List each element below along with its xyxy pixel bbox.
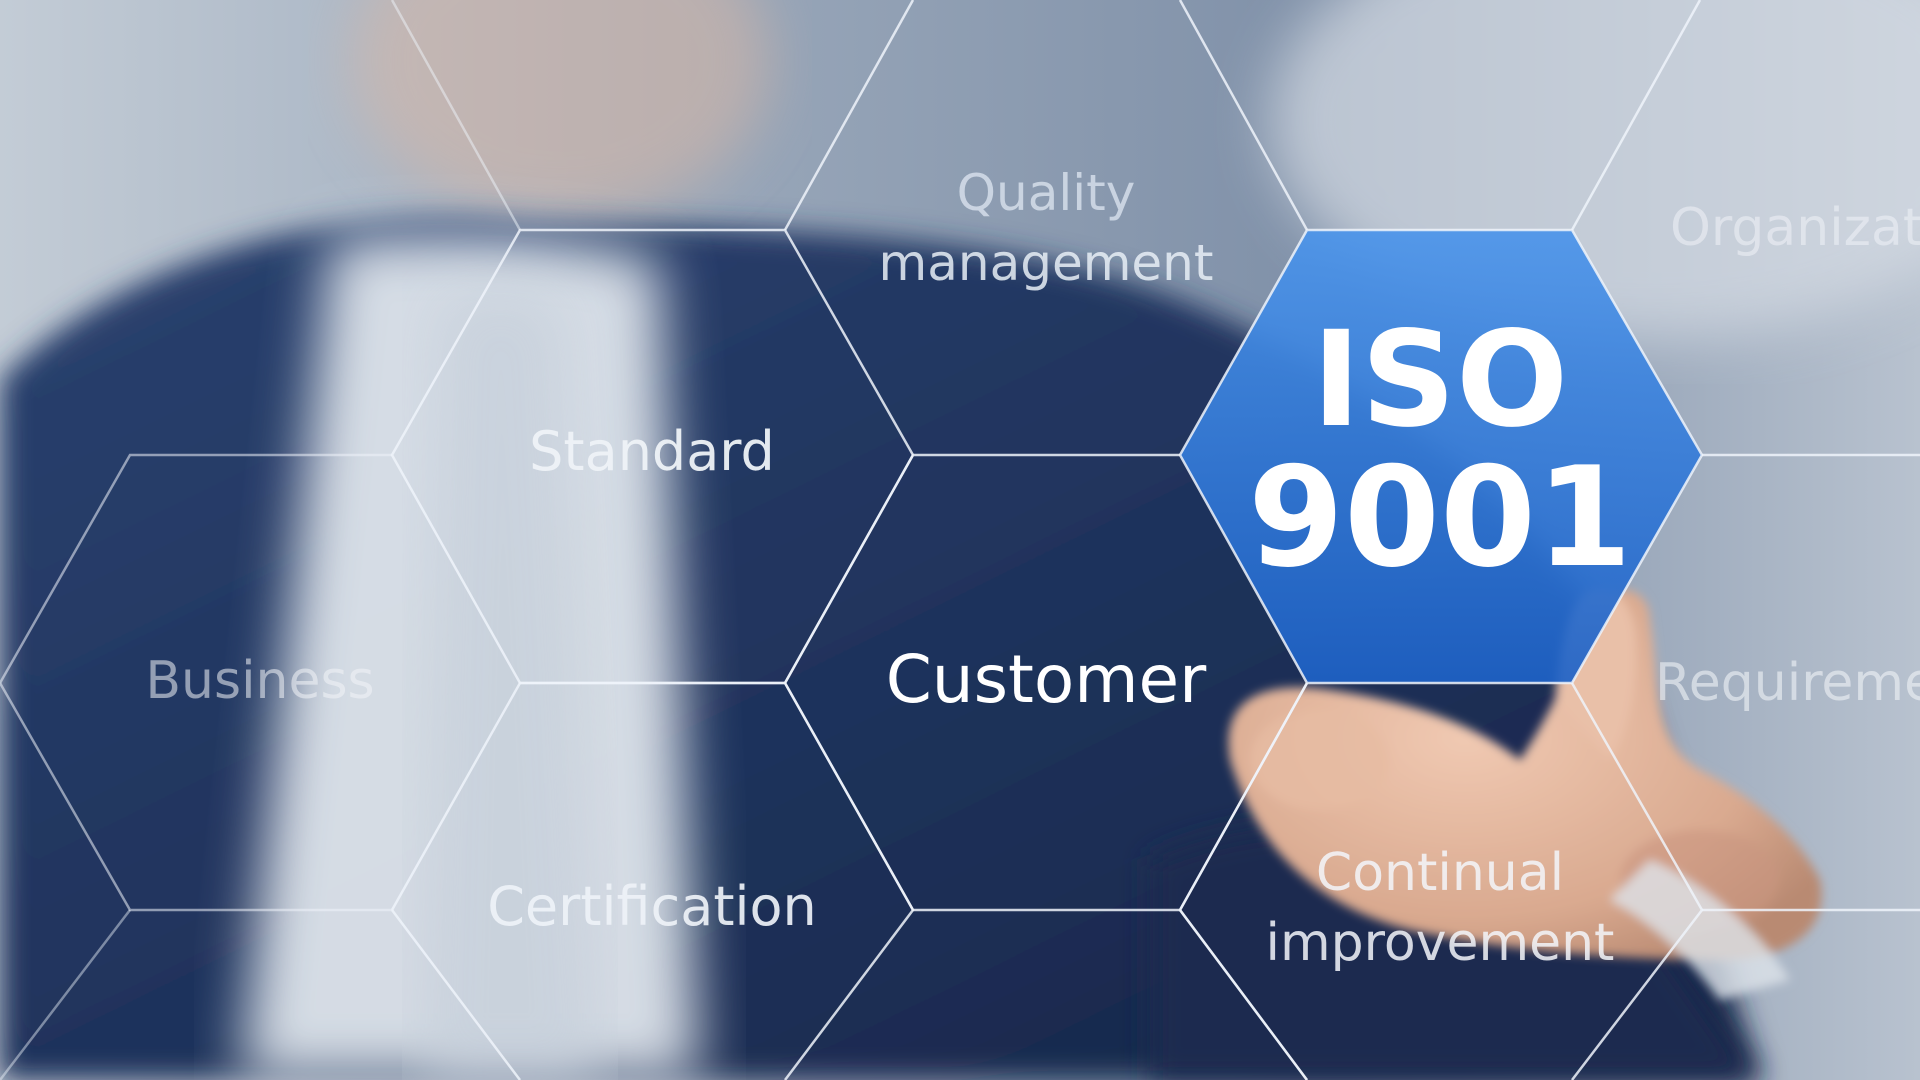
standard-label: Standard [529,420,775,483]
iso-hexagon [1180,230,1702,683]
quality-label-line1: Quality [957,164,1136,222]
business-label: Business [145,651,374,711]
iso-label-line2: 9001 [1248,437,1632,598]
organization-label-partial: Organizat [1670,198,1920,258]
requirements-label-partial: Requireme [1655,653,1920,713]
customer-label: Customer [886,641,1207,718]
continual-label-line2: improvement [1266,913,1615,973]
iso-label-line1: ISO [1312,303,1568,457]
certification-label: Certification [487,875,817,938]
continual-label-line1: Continual [1316,843,1564,903]
quality-label-line2: management [879,234,1214,292]
